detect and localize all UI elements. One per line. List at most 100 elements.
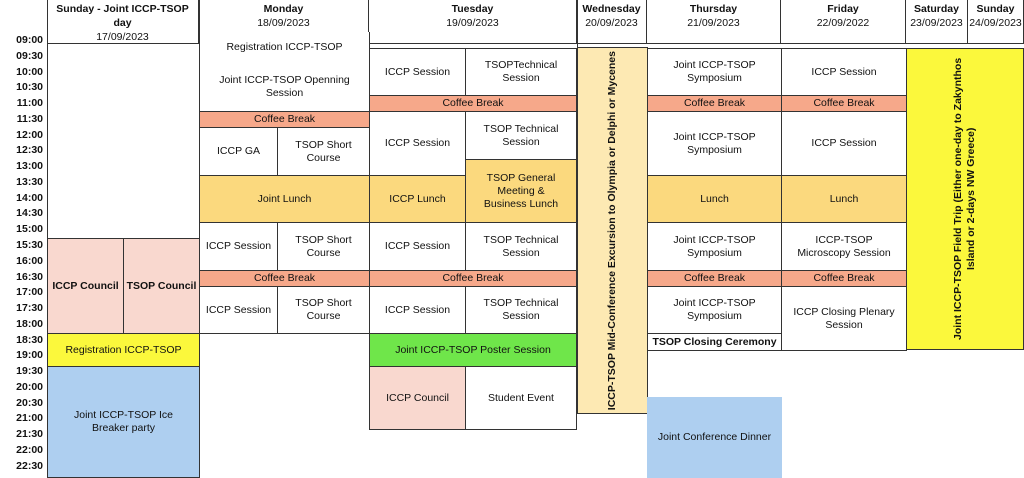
tue-tsop-session-3[interactable]: TSOP Technical Session [465,222,577,271]
day-header-thu: Thursday 21/09/2023 [647,0,781,44]
day-header-sun2: Sunday 24/09/2023 [968,0,1024,44]
time-label: 22:30 [16,460,43,472]
day-date: 21/09/2023 [687,17,740,29]
day-name: Tuesday [451,3,494,15]
time-label: 12:00 [16,129,43,141]
time-label: 20:30 [16,397,43,409]
time-label: 13:00 [16,160,43,172]
fri-microscopy-session[interactable]: ICCP-TSOP Microscopy Session [781,222,907,271]
tue-iccp-session-2[interactable]: ICCP Session [369,111,466,176]
tue-iccp-session-1[interactable]: ICCP Session [369,48,466,96]
time-label: 10:00 [16,66,43,78]
fri-coffee-break-2[interactable]: Coffee Break [781,270,907,287]
time-label: 19:00 [16,349,43,361]
mon-short-course-1[interactable]: TSOP Short Course [277,127,370,176]
time-label: 15:00 [16,223,43,235]
day-header-sat: Saturday 23/09/2023 [906,0,968,44]
thu-symposium-1[interactable]: Joint ICCP-TSOP Symposium [647,48,782,96]
thu-coffee-break-1[interactable]: Coffee Break [647,95,782,112]
mon-registration[interactable]: Registration ICCP-TSOP [199,32,370,62]
day-header-sun1: Sunday - Joint ICCP-TSOP day 17/09/2023 [47,0,199,44]
sun-registration[interactable]: Registration ICCP-TSOP [47,333,200,367]
thu-closing-ceremony[interactable]: TSOP Closing Ceremony [647,333,782,351]
day-header-fri: Friday 22/09/2022 [781,0,906,44]
fri-lunch[interactable]: Lunch [781,175,907,223]
time-label: 19:30 [16,365,43,377]
tue-iccp-council[interactable]: ICCP Council [369,366,466,430]
sun-iccp-council[interactable]: ICCP Council [47,238,124,334]
fri-iccp-session-2[interactable]: ICCP Session [781,111,907,176]
mon-coffee-break-1[interactable]: Coffee Break [199,111,370,128]
time-label: 17:00 [16,286,43,298]
day-name: Sunday [976,3,1015,15]
day-name: Wednesday [582,3,641,15]
time-label: 14:00 [16,192,43,204]
tue-iccp-session-3[interactable]: ICCP Session [369,222,466,271]
time-label: 21:30 [16,428,43,440]
tue-general-meeting[interactable]: TSOP General Meeting & Business Lunch [465,159,577,223]
time-label: 16:00 [16,255,43,267]
wed-excursion-label: ICCP-TSOP Mid-Conference Excursion to Ol… [606,50,618,411]
mon-short-course-3[interactable]: TSOP Short Course [277,286,370,334]
day-date: 20/09/2023 [585,17,638,29]
day-name: Monday [263,3,304,15]
time-label: 11:30 [16,113,43,125]
mon-joint-lunch[interactable]: Joint Lunch [199,175,370,223]
day-name: Friday [827,3,859,15]
fri-iccp-session-1[interactable]: ICCP Session [781,48,907,96]
tue-poster-session[interactable]: Joint ICCP-TSOP Poster Session [369,333,577,367]
time-label: 18:00 [16,318,43,330]
time-label: 12:30 [16,144,43,156]
sun-tsop-council[interactable]: TSOP Council [123,238,200,334]
thu-lunch[interactable]: Lunch [647,175,782,223]
wed-column-border [577,0,578,48]
time-label: 17:30 [16,302,43,314]
tue-student-event[interactable]: Student Event [465,366,577,430]
day-header-tue: Tuesday 19/09/2023 [369,0,577,44]
tue-coffee-break-1[interactable]: Coffee Break [369,95,577,112]
day-date: 17/09/2023 [96,31,149,43]
day-date: 24/09/2023 [969,17,1022,29]
thu-symposium-4[interactable]: Joint ICCP-TSOP Symposium [647,286,782,334]
mon-short-course-2[interactable]: TSOP Short Course [277,222,370,271]
mon-coffee-break-2[interactable]: Coffee Break [199,270,370,287]
tue-tsop-session-1[interactable]: TSOPTechnical Session [465,48,577,96]
day-header-wed: Wednesday 20/09/2023 [577,0,647,44]
thu-coffee-break-2[interactable]: Coffee Break [647,270,782,287]
tue-tsop-session-4[interactable]: TSOP Technical Session [465,286,577,334]
thu-symposium-3[interactable]: Joint ICCP-TSOP Symposium [647,222,782,271]
time-label: 22:00 [16,444,43,456]
sun-icebreaker[interactable]: Joint ICCP-TSOP Ice Breaker party [47,366,200,478]
thu-symposium-2[interactable]: Joint ICCP-TSOP Symposium [647,111,782,176]
day-name: Sunday - Joint ICCP-TSOP day [56,3,189,29]
time-label: 18:30 [16,334,43,346]
fri-coffee-break-1[interactable]: Coffee Break [781,95,907,112]
wed-excursion[interactable]: ICCP-TSOP Mid-Conference Excursion to Ol… [577,47,648,414]
tue-iccp-lunch[interactable]: ICCP Lunch [369,175,466,223]
thu-conference-dinner[interactable]: Joint Conference Dinner [647,397,782,478]
mon-iccp-session-2[interactable]: ICCP Session [199,222,278,271]
day-name: Saturday [914,3,959,15]
day-date: 22/09/2022 [816,17,870,29]
day-date: 18/09/2023 [257,17,310,29]
day-name: Thursday [689,3,738,15]
mon-iccp-ga[interactable]: ICCP GA [199,127,278,176]
time-label: 11:00 [16,97,43,109]
time-label: 16:30 [16,271,43,283]
sat-field-trip-label: Joint ICCP-TSOP Field Trip (Either one-d… [952,57,977,341]
tue-coffee-break-2[interactable]: Coffee Break [369,270,577,287]
time-label: 21:00 [16,412,43,424]
time-label: 09:30 [16,50,43,62]
sat-field-trip[interactable]: Joint ICCP-TSOP Field Trip (Either one-d… [906,48,1024,350]
time-label: 20:00 [16,381,43,393]
mon-iccp-session-3[interactable]: ICCP Session [199,286,278,334]
tue-tsop-session-2[interactable]: TSOP Technical Session [465,111,577,160]
time-label: 15:30 [16,239,43,251]
mon-opening[interactable]: Joint ICCP-TSOP Openning Session [199,62,370,112]
time-label: 10:30 [16,81,43,93]
time-label: 13:30 [16,176,43,188]
tue-iccp-session-4[interactable]: ICCP Session [369,286,466,334]
day-date: 23/09/2023 [910,17,963,29]
fri-closing-plenary[interactable]: ICCP Closing Plenary Session [781,286,907,351]
